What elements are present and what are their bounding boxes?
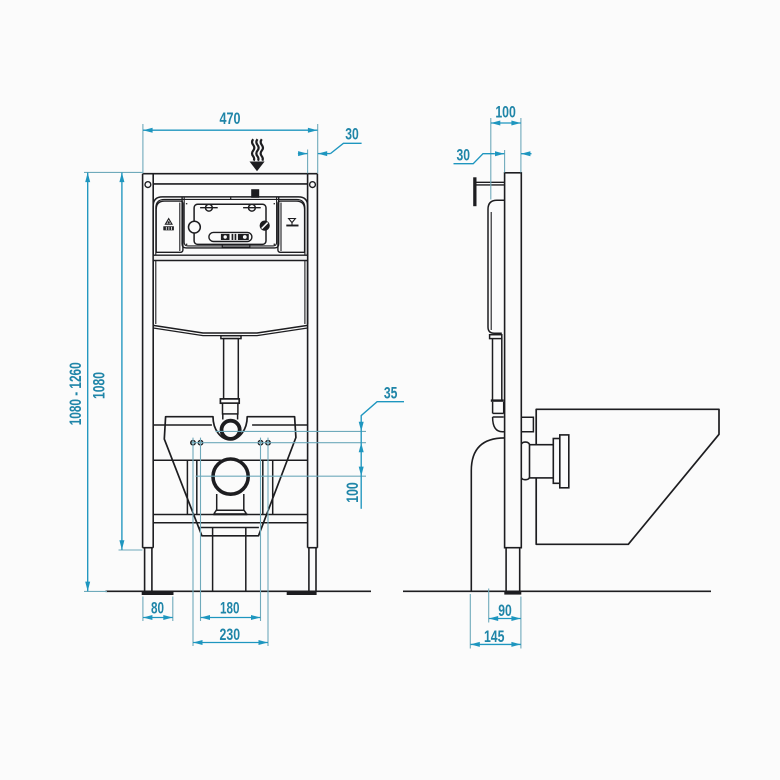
svg-text:470: 470 [220, 110, 241, 128]
svg-text:30: 30 [457, 147, 471, 165]
svg-text:180: 180 [220, 600, 240, 618]
svg-text:80: 80 [151, 600, 164, 618]
svg-text:1080: 1080 [90, 372, 108, 399]
svg-text:30: 30 [345, 126, 359, 144]
svg-text:1080 - 1260: 1080 - 1260 [67, 362, 85, 425]
svg-text:90: 90 [498, 602, 512, 620]
svg-text:230: 230 [220, 626, 241, 644]
svg-text:35: 35 [384, 385, 398, 403]
svg-text:145: 145 [484, 628, 505, 646]
svg-text:100: 100 [344, 482, 362, 503]
svg-text:100: 100 [495, 104, 516, 122]
